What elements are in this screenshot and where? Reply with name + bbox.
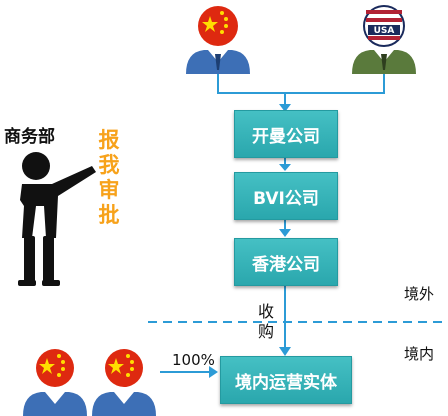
arrow-to-hk [279, 229, 291, 237]
offshore-label: 境外 [404, 285, 435, 303]
acquisition-label: 收购 [258, 302, 275, 341]
cayman-company-box: 开曼公司 [234, 110, 338, 158]
usa-shareholder-top [352, 5, 416, 74]
ownership-percent-label: 100% [172, 351, 215, 369]
acquisition-arrowhead [279, 347, 291, 356]
approval-text: 报我审批 [98, 128, 120, 227]
arrow-to-cayman [279, 104, 291, 112]
chinese-shareholder-top [186, 6, 250, 74]
ministry-figure [18, 152, 96, 286]
chinese-shareholder-bottom-2 [92, 349, 156, 416]
chinese-shareholder-bottom-1 [23, 349, 87, 416]
onshore-label: 境内 [404, 345, 435, 363]
arrow-to-bvi [279, 164, 291, 171]
top-connectors [217, 74, 385, 104]
usa-badge-text: USA [374, 26, 395, 36]
domestic-entity-box: 境内运营实体 [220, 356, 352, 404]
bvi-company-box: BVI公司 [234, 172, 338, 220]
ministry-label: 商务部 [4, 127, 55, 147]
hk-company-box: 香港公司 [234, 238, 338, 286]
ownership-arrowhead [209, 366, 218, 378]
